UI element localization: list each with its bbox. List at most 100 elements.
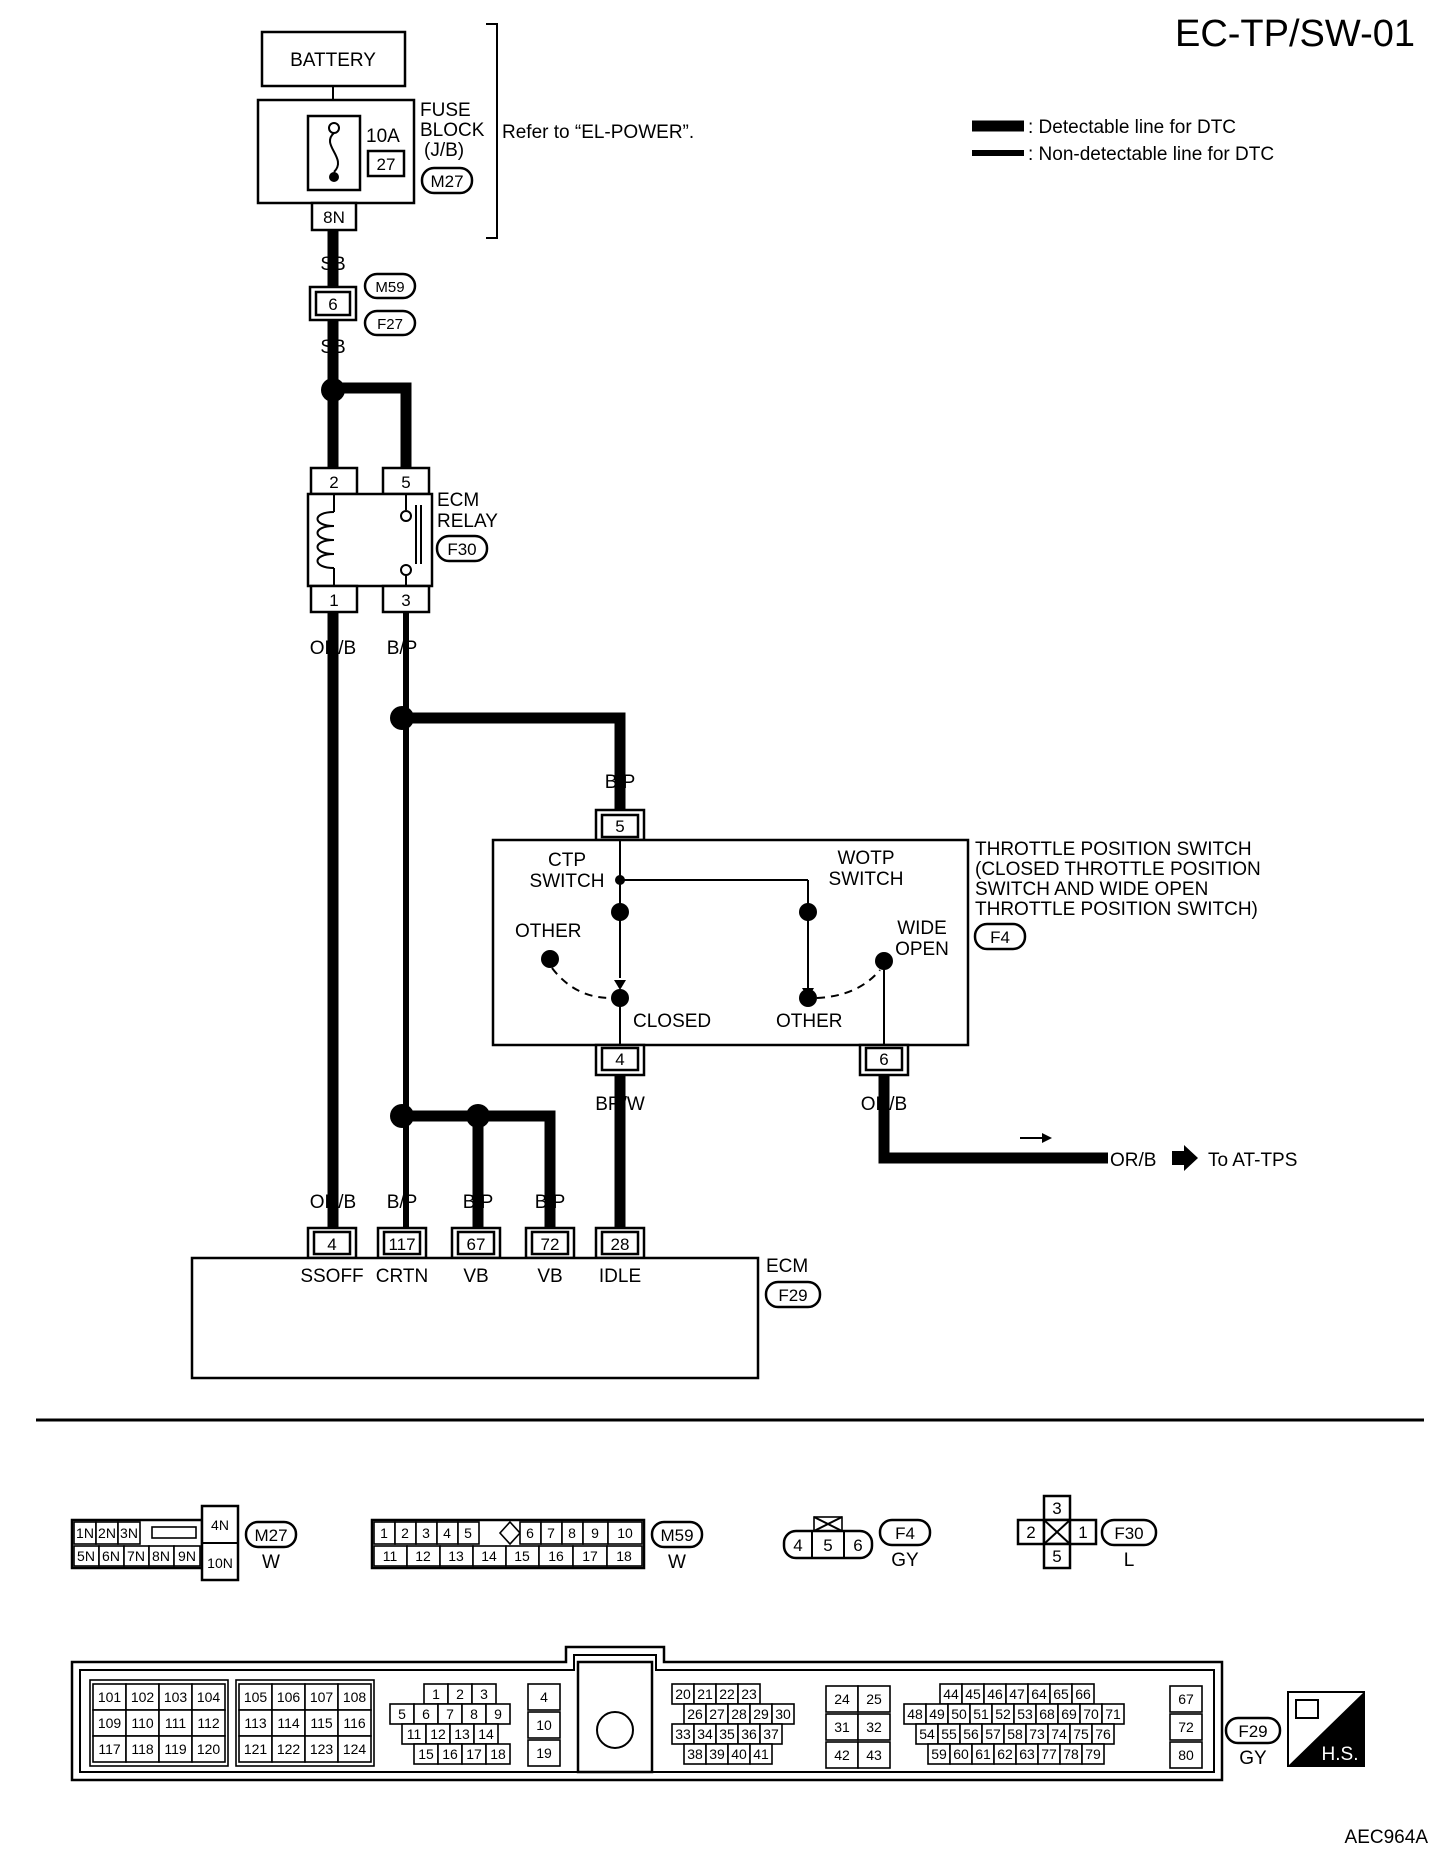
svg-text:3: 3 [1052, 1499, 1061, 1518]
m27-color: W [262, 1552, 280, 1573]
throttle-position-switch: B/P 5 CTP SWITCH WOTP SWITCH OTHER CLOSE… [491, 772, 1261, 1115]
f29-pin-label: 57 [985, 1726, 1001, 1742]
f29-pin-label: 17 [466, 1746, 482, 1762]
svg-text:3: 3 [422, 1525, 430, 1541]
at-tps-output: OR/B To AT-TPS [1020, 1133, 1297, 1171]
ecm-label: ECM [766, 1256, 808, 1277]
legend: : Detectable line for DTC : Non-detectab… [972, 117, 1274, 165]
f29-pin-label: 67 [1178, 1691, 1194, 1707]
f29-pin-cell [271, 1683, 306, 1711]
f29-pin-label: 116 [343, 1715, 366, 1731]
f29-pin-label: 55 [941, 1726, 957, 1742]
fuse-terminal: 8N [323, 208, 345, 227]
f29-pin-label: 106 [277, 1689, 301, 1705]
f29-pin-label: 16 [442, 1746, 458, 1762]
connector-lock-icon [596, 1711, 634, 1749]
f29-pin-label: 77 [1041, 1746, 1057, 1762]
f29-pin-label: 105 [244, 1689, 268, 1705]
svg-text:7N: 7N [127, 1548, 145, 1564]
ctp-other-contact [541, 950, 559, 968]
f29-pin-label: 120 [197, 1741, 221, 1757]
switch-name-1: THROTTLE POSITION SWITCH [975, 839, 1252, 860]
ctp-label-1: CTP [548, 850, 586, 871]
connector-view-f4: 4 5 6 F4 GY [782, 1516, 932, 1571]
svg-text:15: 15 [514, 1548, 530, 1564]
f4-id: F4 [895, 1524, 915, 1543]
arrow-right-icon [1172, 1145, 1198, 1171]
f29-pin-cell [1169, 1685, 1203, 1713]
switch-name-4: THROTTLE POSITION SWITCH) [975, 899, 1258, 920]
diagram-title: EC-TP/SW-01 [1175, 13, 1415, 55]
f29-pin-label: 60 [953, 1746, 969, 1762]
ecm-terminal-vb-72: VB [537, 1266, 562, 1287]
ecm-terminal-vb-67: VB [463, 1266, 488, 1287]
switch-connector: F4 [990, 928, 1010, 947]
f29-pin-label: 79 [1085, 1746, 1101, 1762]
f29-pin-label: 33 [675, 1726, 691, 1742]
svg-text:14: 14 [481, 1548, 497, 1564]
battery-label: BATTERY [290, 50, 376, 71]
f29-pin-label: 107 [310, 1689, 334, 1705]
splice-bp-lower-2 [466, 1104, 490, 1128]
f29-pin-label: 101 [98, 1689, 122, 1705]
svg-text:9: 9 [591, 1525, 599, 1541]
f29-pin-label: 66 [1075, 1686, 1091, 1702]
f29-pin-label: 118 [131, 1741, 154, 1757]
f29-pin-cell [271, 1735, 306, 1763]
f29-pin-label: 121 [244, 1741, 268, 1757]
f29-pin-label: 29 [753, 1706, 769, 1722]
f29-pin-label: 11 [407, 1726, 422, 1742]
f29-pin-label: 40 [731, 1746, 747, 1762]
ecm-terminal-crtn: CRTN [376, 1266, 428, 1287]
f29-pin-cell [527, 1711, 561, 1739]
svg-text:2N: 2N [98, 1525, 116, 1541]
f29-pin-label: 7 [446, 1706, 454, 1722]
f29-pin-label: 54 [919, 1726, 935, 1742]
svg-text:5: 5 [823, 1536, 832, 1555]
f29-pin-cell [1169, 1713, 1203, 1741]
relay-label-1: ECM [437, 490, 479, 511]
legend-detectable-text: : Detectable line for DTC [1028, 117, 1236, 138]
f29-pin-label: 31 [834, 1719, 850, 1735]
svg-text:1: 1 [380, 1525, 388, 1541]
wire-color-orb-switch: OR/B [861, 1094, 907, 1115]
joint-conn-bottom: F27 [377, 316, 403, 333]
f29-pin-label: 123 [310, 1741, 334, 1757]
connector-view-m27: 1N 2N 3N 5N 6N 7N 8N 9N 4N 10N M27 W [70, 1504, 298, 1582]
switch-name-2: (CLOSED THROTTLE POSITION [975, 859, 1261, 880]
f29-pin-label: 10 [536, 1717, 552, 1733]
wotp-other-contact [799, 989, 817, 1007]
f29-pin-label: 30 [775, 1706, 791, 1722]
joint-pin: 6 [328, 295, 337, 314]
svg-text:7: 7 [547, 1525, 555, 1541]
f29-pin-label: 64 [1031, 1686, 1047, 1702]
f29-pin-cell [857, 1685, 891, 1713]
f29-pin-label: 113 [244, 1715, 267, 1731]
f29-pin-label: 109 [98, 1715, 122, 1731]
f29-pin-label: 15 [418, 1746, 434, 1762]
f29-pin-label: 115 [310, 1715, 333, 1731]
f29-pin-label: 51 [973, 1706, 989, 1722]
f29-pin-label: 18 [490, 1746, 506, 1762]
other-right-label: OTHER [776, 1011, 843, 1032]
f29-pin-label: 122 [277, 1741, 301, 1757]
f29-pin-label: 46 [987, 1686, 1003, 1702]
fuse-block-label-1: FUSE [420, 100, 471, 121]
ecm-terminal-ssoff: SSOFF [300, 1266, 363, 1287]
f29-pin-label: 8 [470, 1706, 478, 1722]
f29-pin-cell [1081, 1743, 1105, 1765]
fuse-block-label-2: BLOCK [420, 120, 485, 141]
f29-pin-label: 9 [494, 1706, 502, 1722]
svg-text:4N: 4N [211, 1517, 229, 1533]
f29-pin-cell [857, 1741, 891, 1769]
f29-pin-cell [125, 1735, 160, 1763]
ecm-terminal-idle: IDLE [599, 1266, 641, 1287]
f29-pin-cell [191, 1735, 226, 1763]
wires [327, 228, 1108, 1228]
joint-connector: SB 6 M59 F27 SB [308, 254, 417, 358]
f29-pin-cell [825, 1713, 859, 1741]
wire-color-orb-relay: OR/B [310, 638, 356, 659]
f29-pin-label: 114 [277, 1715, 300, 1731]
ecm-pin-72: 72 [541, 1235, 560, 1254]
